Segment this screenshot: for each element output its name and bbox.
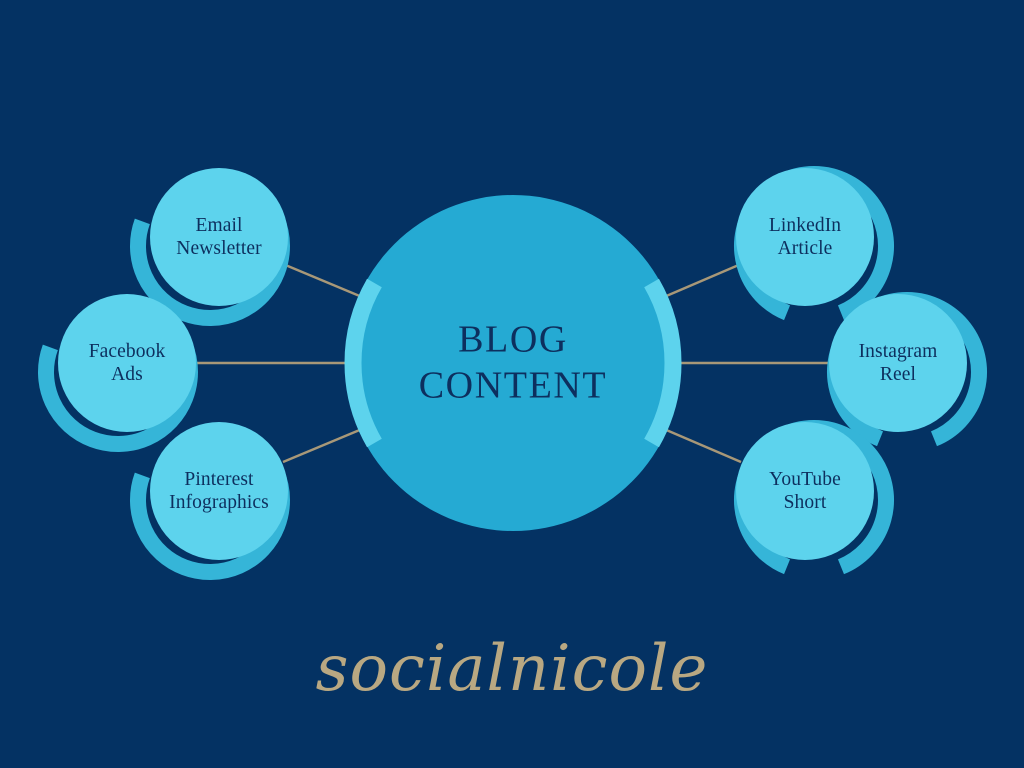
satellite-nodes: [38, 166, 987, 580]
satellite-circle-pinterest-infographics: [150, 422, 288, 560]
satellite-circle-instagram-reel: [829, 294, 967, 432]
center-circle: [345, 195, 681, 531]
satellite-circle-youtube-short: [736, 422, 874, 560]
connector-lines: [197, 262, 829, 464]
connector-line-linkedin-article: [663, 262, 742, 299]
satellite-circle-linkedin-article: [736, 168, 874, 306]
connector-line-email-newsletter: [282, 262, 363, 299]
connector-line-youtube-short: [663, 427, 742, 464]
connector-line-pinterest-infographics: [282, 427, 363, 464]
satellite-circle-email-newsletter: [150, 168, 288, 306]
satellite-circle-facebook-ads: [58, 294, 196, 432]
center-node: [344, 195, 682, 531]
center-accent-arc-right: [644, 278, 682, 448]
center-accent-arc-left: [344, 278, 382, 448]
